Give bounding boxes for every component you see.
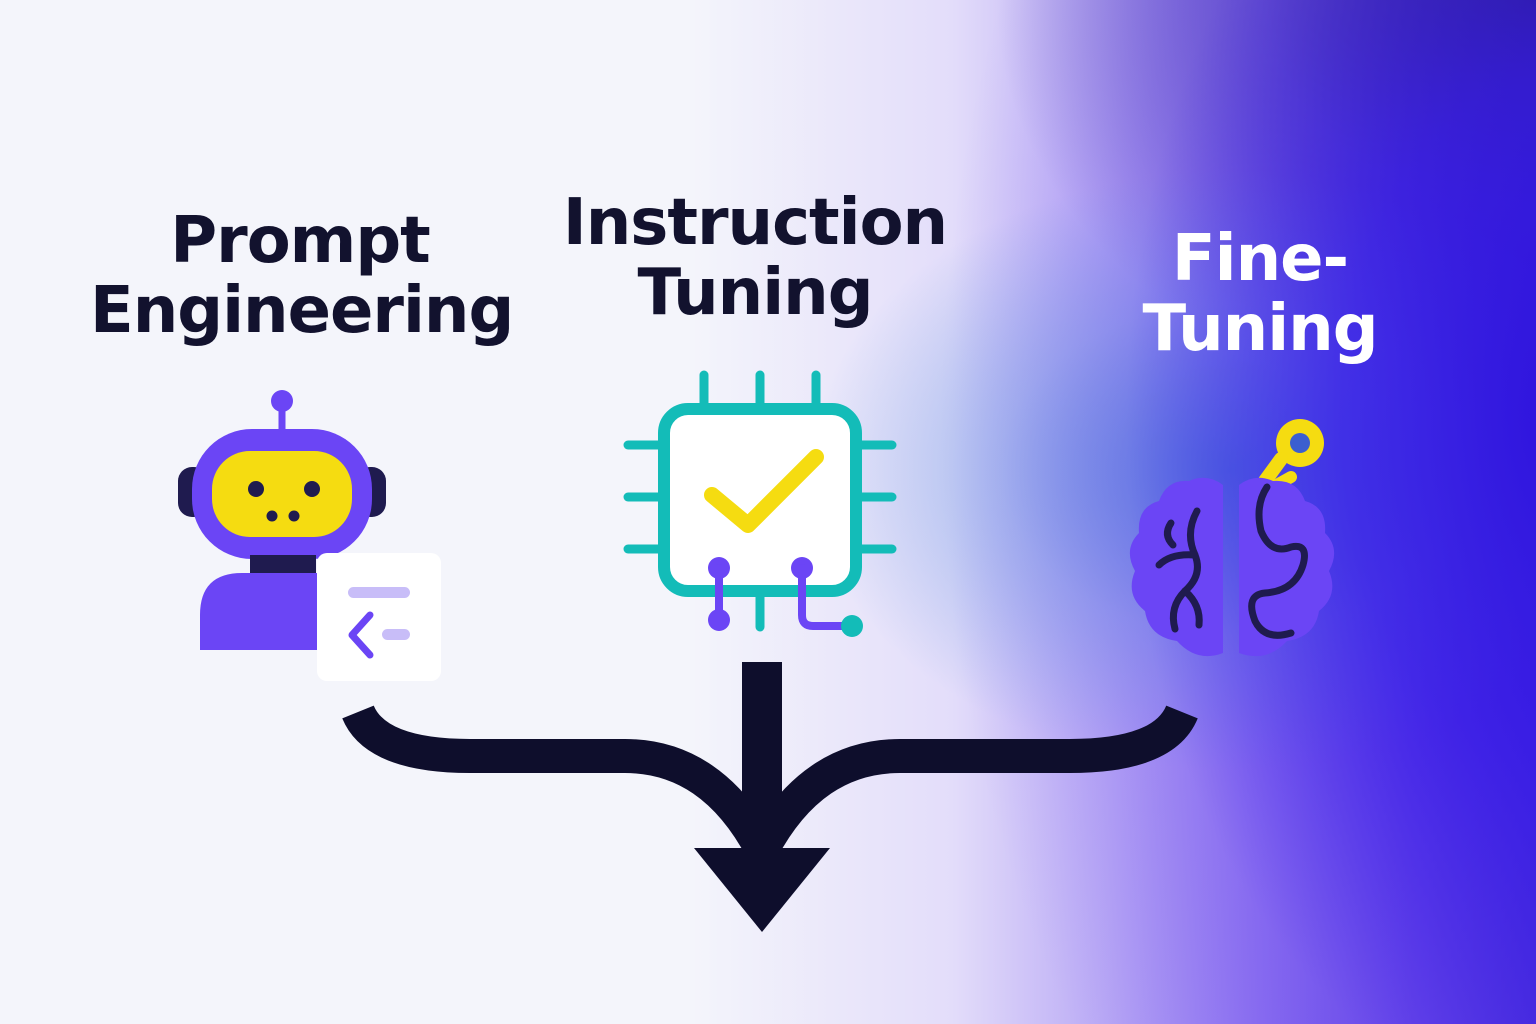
chip-check-icon xyxy=(623,370,897,637)
label-fine-tuning-line2: Tuning xyxy=(1142,292,1378,367)
label-instruction-tuning-line1: Instruction xyxy=(562,186,948,260)
label-prompt-engineering-line2: Engineering xyxy=(90,274,514,349)
label-instruction-tuning-line2: Tuning xyxy=(637,256,873,331)
label-instruction-tuning: Instruction Tuning xyxy=(545,188,965,329)
brain-tuning-icon xyxy=(1129,419,1335,657)
label-fine-tuning-line1: Fine- xyxy=(1171,222,1349,296)
label-prompt-engineering-line1: Prompt xyxy=(170,204,431,278)
robot-icon xyxy=(178,390,441,681)
label-fine-tuning: Fine- Tuning xyxy=(1080,224,1440,365)
label-prompt-engineering: Prompt Engineering xyxy=(90,204,514,349)
